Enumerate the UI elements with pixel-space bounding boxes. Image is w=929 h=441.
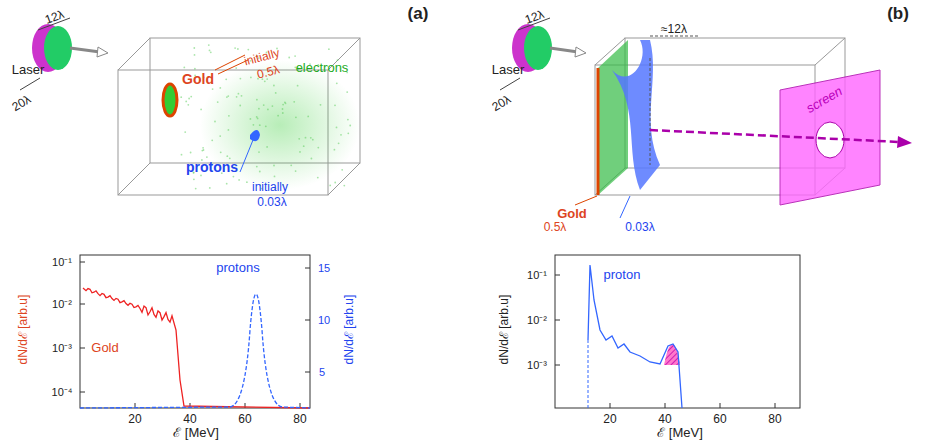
figure-label: 20λ bbox=[490, 93, 513, 114]
figure-label: 10⁻² bbox=[52, 298, 72, 310]
figure-label: 10⁻² bbox=[527, 314, 547, 326]
figure-label: ℰ [MeV] bbox=[173, 426, 219, 440]
figure-label: initially bbox=[252, 181, 288, 194]
figure-label: proton bbox=[604, 268, 641, 282]
figure-label: Gold bbox=[182, 72, 214, 87]
laser-pulse bbox=[500, 18, 586, 90]
figure-label: 0.5λ bbox=[544, 221, 567, 234]
electron-dots bbox=[180, 44, 351, 189]
figure-label: 60 bbox=[238, 413, 251, 426]
figure-label: Gold bbox=[557, 207, 587, 221]
figure-label: 60 bbox=[713, 413, 726, 426]
figure-label: 12λ bbox=[44, 8, 67, 27]
figure-label: dN/dℰ [arb.u] bbox=[17, 295, 30, 365]
proton-sheet bbox=[612, 40, 660, 190]
figure-label: ≈12λ bbox=[661, 23, 687, 36]
figure-label: 20λ bbox=[10, 93, 33, 114]
figure-label: 10⁻³ bbox=[52, 342, 72, 354]
figure-label: (b) bbox=[887, 5, 909, 24]
spectrum-plot-b bbox=[555, 255, 800, 408]
figure-label: 0.03λ bbox=[625, 221, 654, 234]
simulation-box bbox=[118, 38, 360, 195]
figure-label: 5 bbox=[319, 366, 325, 378]
figure-label: Laser bbox=[12, 63, 45, 77]
figure-label: 10 bbox=[318, 314, 330, 326]
gold-foil bbox=[163, 84, 177, 116]
figure-label: 40 bbox=[658, 413, 671, 426]
figure-label: 80 bbox=[768, 413, 781, 426]
spectrum-plot-a bbox=[80, 255, 310, 408]
figure-label: dN/dℰ [arb.u] bbox=[343, 295, 356, 365]
figure-label: 10⁻¹ bbox=[527, 269, 547, 281]
figure-label: protons bbox=[186, 160, 238, 175]
figure-label: 0.03λ bbox=[257, 196, 286, 209]
laser-pulse bbox=[20, 18, 108, 90]
figure-label: ℰ [MeV] bbox=[657, 426, 703, 440]
figure-label: 80 bbox=[293, 413, 306, 426]
figure-label: 20 bbox=[128, 413, 141, 426]
figure-label: 20 bbox=[603, 413, 616, 426]
figure-label: 15 bbox=[318, 262, 330, 274]
gold-foil bbox=[598, 40, 628, 195]
figure-label: electrons bbox=[296, 61, 349, 75]
figure-label: 10⁻⁴ bbox=[52, 386, 73, 398]
proton-bunch bbox=[250, 130, 260, 141]
figure-label: dN/dℰ [arb.u] bbox=[498, 295, 511, 365]
figure-label: 12λ bbox=[524, 8, 547, 27]
figure-label: Gold bbox=[91, 341, 118, 355]
figure-label: 10⁻¹ bbox=[52, 256, 72, 268]
figure-label: 40 bbox=[183, 413, 196, 426]
figure-label: Laser bbox=[492, 63, 525, 77]
figure-label: (a) bbox=[408, 5, 429, 24]
figure-label: 10⁻³ bbox=[527, 359, 547, 371]
figure-label: protons bbox=[216, 261, 259, 275]
